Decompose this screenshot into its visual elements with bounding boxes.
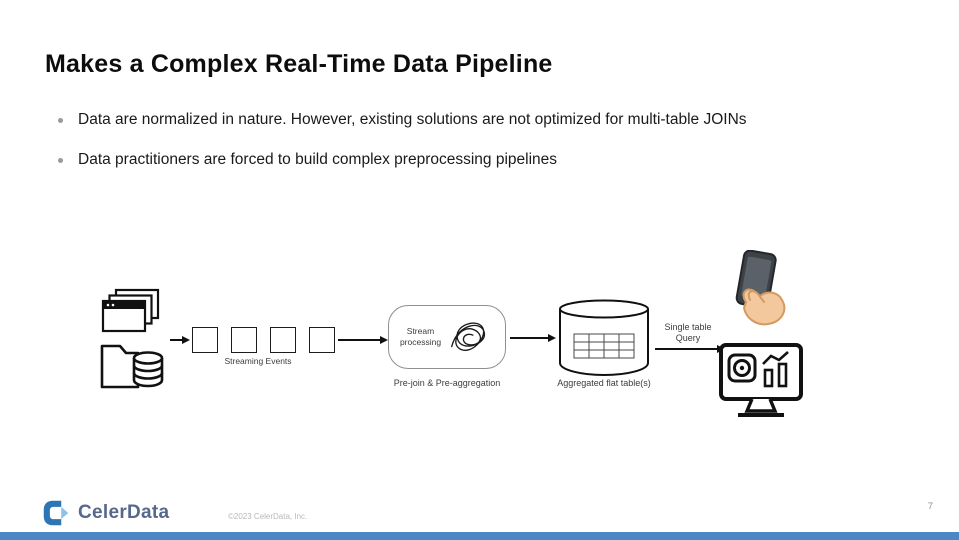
- copyright-text: ©2023 CelerData, Inc.: [228, 512, 308, 521]
- bullet-item: Data are normalized in nature. However, …: [58, 110, 848, 130]
- celerdata-logo-icon: [43, 500, 69, 526]
- accent-bar: [0, 532, 959, 540]
- bullet-list: Data are normalized in nature. However, …: [58, 110, 848, 191]
- pipeline-diagram: Streaming Events Stream processing Pre-j…: [0, 248, 959, 448]
- bullet-text: Data are normalized in nature. However, …: [78, 111, 747, 128]
- celerdata-logo: CelerData: [42, 499, 169, 527]
- windows-stack-icon: [101, 288, 160, 333]
- flat-table-caption: Aggregated flat table(s): [557, 378, 651, 388]
- arrow-events-to-stream: [338, 336, 388, 344]
- bullet-marker: [58, 118, 63, 123]
- folder-database-icon: [100, 344, 164, 389]
- bullet-marker: [58, 158, 63, 164]
- streaming-events-label: Streaming Events: [224, 356, 292, 366]
- arrow-source-to-events: [170, 336, 190, 344]
- database-cylinder-icon: [559, 299, 649, 376]
- event-square: [192, 327, 218, 353]
- bullet-item: Data practitioners are forced to build c…: [58, 150, 848, 170]
- arrow-table-to-consumers: [655, 345, 725, 353]
- event-square: [270, 327, 296, 353]
- tangle-scribble-icon: [451, 322, 486, 351]
- stream-processing-box: Stream processing: [388, 305, 506, 369]
- event-square: [231, 327, 257, 353]
- streaming-event-squares: [192, 327, 335, 353]
- arrow-stream-to-table: [510, 334, 556, 342]
- stream-processing-label: Stream processing: [399, 325, 442, 347]
- logo-text: CelerData: [78, 502, 170, 523]
- page-number: 7: [927, 501, 933, 512]
- prejoin-caption: Pre-join & Pre-aggregation: [393, 378, 501, 388]
- page-title: Makes a Complex Real-Time Data Pipeline: [45, 50, 553, 78]
- event-square: [309, 327, 335, 353]
- bullet-text: Data practitioners are forced to build c…: [78, 151, 558, 169]
- single-table-query-label: Single table Query: [664, 322, 712, 344]
- monitor-dashboard-icon: [719, 343, 803, 417]
- phone-in-hand-icon: [735, 250, 786, 326]
